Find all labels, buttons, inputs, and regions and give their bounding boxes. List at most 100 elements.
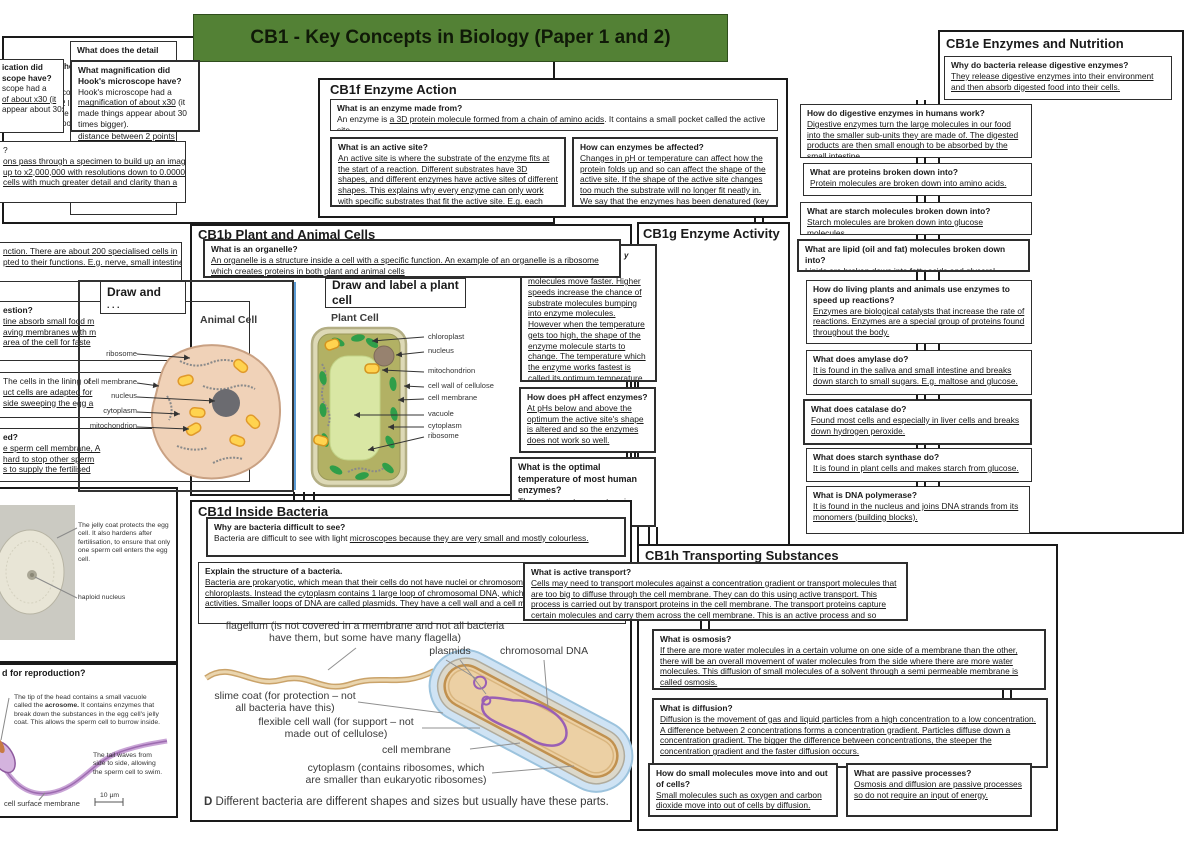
question: What are proteins broken down into? xyxy=(810,167,958,177)
question: What are starch molecules broken down in… xyxy=(807,206,991,216)
specialised-cells-box: nction. There are about 200 specialised … xyxy=(0,242,182,282)
qa-box: What does catalase do? Found most cells … xyxy=(803,399,1032,445)
text-fragment: he xyxy=(64,62,74,71)
cut-line: s to supply the fertilised xyxy=(3,464,91,475)
animal-label-nucleus: nucleus xyxy=(111,391,137,400)
electron-line: up to x2,000,000 with resolutions down t… xyxy=(3,166,186,177)
question: How can enzymes be affected? xyxy=(580,142,704,152)
text-fragment: te xyxy=(62,109,69,118)
question: How do digestive enzymes in humans work? xyxy=(807,108,985,118)
animal-label-ribosome: ribosome xyxy=(106,349,137,358)
answer: It is found in plant cells and makes sta… xyxy=(813,462,1019,473)
sperm-acrosome-label: The tip of the head contains a small vac… xyxy=(14,694,162,728)
draw-plant-label-box: Draw and label a plant cell xyxy=(325,278,466,308)
qa-box: What are proteins broken down into? Prot… xyxy=(803,163,1032,196)
panel-divider xyxy=(294,282,296,490)
cb1g-title: CB1g Enzyme Activity xyxy=(643,226,780,241)
answer: At pHs below and above the optimum the a… xyxy=(527,402,644,445)
cut-line: area of the cell for faste xyxy=(3,337,91,348)
plant-label-cell-membrane: cell membrane xyxy=(428,393,478,402)
question: How does pH affect enzymes? xyxy=(527,392,648,402)
bacteria-label-plasmids: plasmids xyxy=(429,645,471,657)
draw-plant-text: Draw and label a plant cell xyxy=(332,278,459,307)
plant-cell-title: Plant Cell xyxy=(331,312,379,324)
animal-cell-panel xyxy=(78,280,294,492)
cb1h-title: CB1h Transporting Substances xyxy=(645,548,839,563)
electron-line: cells with much greater detail and clari… xyxy=(3,177,178,188)
cut-line: estion? xyxy=(3,305,33,315)
sperm-membrane-label: cell surface membrane xyxy=(4,799,80,808)
partial-line: ication did xyxy=(2,63,43,72)
text-fragment: 2 l xyxy=(61,99,70,108)
cut-line: nction. There are about 200 specialised … xyxy=(3,246,178,256)
sperm-cell-panel xyxy=(0,663,178,818)
qa-box: How do living plants and animals use enz… xyxy=(806,280,1032,344)
partial-magnification-box: ication did scope have? scope had a of a… xyxy=(0,59,64,133)
question: What are lipid (oil and fat) molecules b… xyxy=(805,244,1006,265)
cb1e-title: CB1e Enzymes and Nutrition xyxy=(946,36,1124,51)
answer: speeds increase the chance of substrate … xyxy=(528,286,646,382)
page-title: CB1 - Key Concepts in Biology (Paper 1 a… xyxy=(193,14,728,62)
qa-box: Why do bacteria release digestive enzyme… xyxy=(944,56,1172,100)
answer: An active site is where the substrate of… xyxy=(338,152,558,206)
cut-line: tine absorb small food m xyxy=(3,315,95,326)
cut-line: e sperm cell membrane, A xyxy=(3,442,101,453)
answer: If there are more water molecules in a c… xyxy=(660,644,1019,687)
animal-cell-title: Animal Cell xyxy=(200,314,258,326)
acrosome-bold: acrosome. xyxy=(44,702,79,710)
question: What does catalase do? xyxy=(811,404,907,414)
answer: Cells may need to transport molecules ag… xyxy=(531,577,897,620)
plant-label-vacuole: vacuole xyxy=(428,409,454,418)
qa-box: What does amylase do? It is found in the… xyxy=(806,350,1032,395)
qa-box: What does starch synthase do? It is foun… xyxy=(806,448,1032,482)
question: How do living plants and animals use enz… xyxy=(813,284,1010,305)
egg-cell-diagram xyxy=(0,505,78,640)
cb1f-title: CB1f Enzyme Action xyxy=(330,82,457,97)
question: What is an active site? xyxy=(338,142,428,152)
qa-box: How do digestive enzymes in humans work?… xyxy=(800,104,1032,158)
answer: Digestive enzymes turn the large molecul… xyxy=(807,118,1019,158)
text-fragment: co xyxy=(62,88,71,97)
hooke-magnification-box: What magnification did Hook's microscope… xyxy=(70,60,200,132)
sperm-scale-label: 10 µm xyxy=(100,792,120,799)
ph-box: How does pH affect enzymes? At pHs below… xyxy=(519,387,656,453)
answer: Diffusion is the movement of gas and liq… xyxy=(660,713,1036,756)
sperm-cell-diagram xyxy=(0,697,168,806)
question: What is diffusion? xyxy=(660,703,733,713)
answer: An organelle is a structure inside a cel… xyxy=(211,254,599,276)
bacteria-label-cell-membrane: cell membrane xyxy=(382,744,451,756)
question: What is an organelle? xyxy=(211,244,298,254)
bacteria-caption: D Different bacteria are different shape… xyxy=(204,796,624,809)
cut-line: The cells in the lining of xyxy=(3,376,91,386)
question: What is the optimal temperature of most … xyxy=(518,462,638,496)
sperm-header-fragment: d for reproduction? xyxy=(2,668,86,678)
question: What is an enzyme made from? xyxy=(337,103,463,113)
plant-label-mitochondrion: mitochondrion xyxy=(428,366,476,375)
question: What does starch synthase do? xyxy=(813,452,940,462)
electron-microscope-box: ? ons pass through a specimen to build u… xyxy=(0,141,186,203)
cut-line: aving membranes with m xyxy=(3,326,97,337)
plant-label-nucleus: nucleus xyxy=(428,346,454,355)
cb1d-title: CB1d Inside Bacteria xyxy=(198,504,329,519)
sperm-tail-label: The tail waves from side to side, allowi… xyxy=(93,752,163,776)
answer: Small molecules such as oxygen and carbo… xyxy=(656,789,822,811)
answer: It is found in the saliva and small inte… xyxy=(813,364,1018,386)
question: What are passive processes? xyxy=(854,768,972,778)
qa-box: What are lipid (oil and fat) molecules b… xyxy=(797,239,1030,272)
cut-line: pted to their functions. E.g. nerve, sma… xyxy=(3,256,182,267)
answer: Found most cells and especially in liver… xyxy=(811,414,1020,436)
qa-box: What is DNA polymerase? It is found in t… xyxy=(806,486,1030,534)
detail-question: What does the detail xyxy=(77,45,159,55)
answer: Lipids are broken down into fatty acids … xyxy=(805,265,998,272)
organelle-box: What is an organelle? An organelle is a … xyxy=(203,239,621,278)
answer: Protein molecules are broken down into a… xyxy=(810,177,1007,188)
cut-line: side sweeping the egg a xyxy=(3,397,94,408)
partial-line: scope had a xyxy=(2,84,47,93)
acrosome-text: It contains enzymes that break down the … xyxy=(14,702,161,727)
animal-label-cytoplasm: cytoplasm xyxy=(103,406,137,415)
cb1g-section-box xyxy=(637,222,790,548)
answer: Enzymes are biological catalysts that in… xyxy=(813,305,1025,338)
answer: . It contains a small pocket called the … xyxy=(337,113,766,131)
draw-animal-label-box: Draw and . . . xyxy=(100,281,186,314)
diffusion-box: What is diffusion? Diffusion is the move… xyxy=(652,698,1048,768)
